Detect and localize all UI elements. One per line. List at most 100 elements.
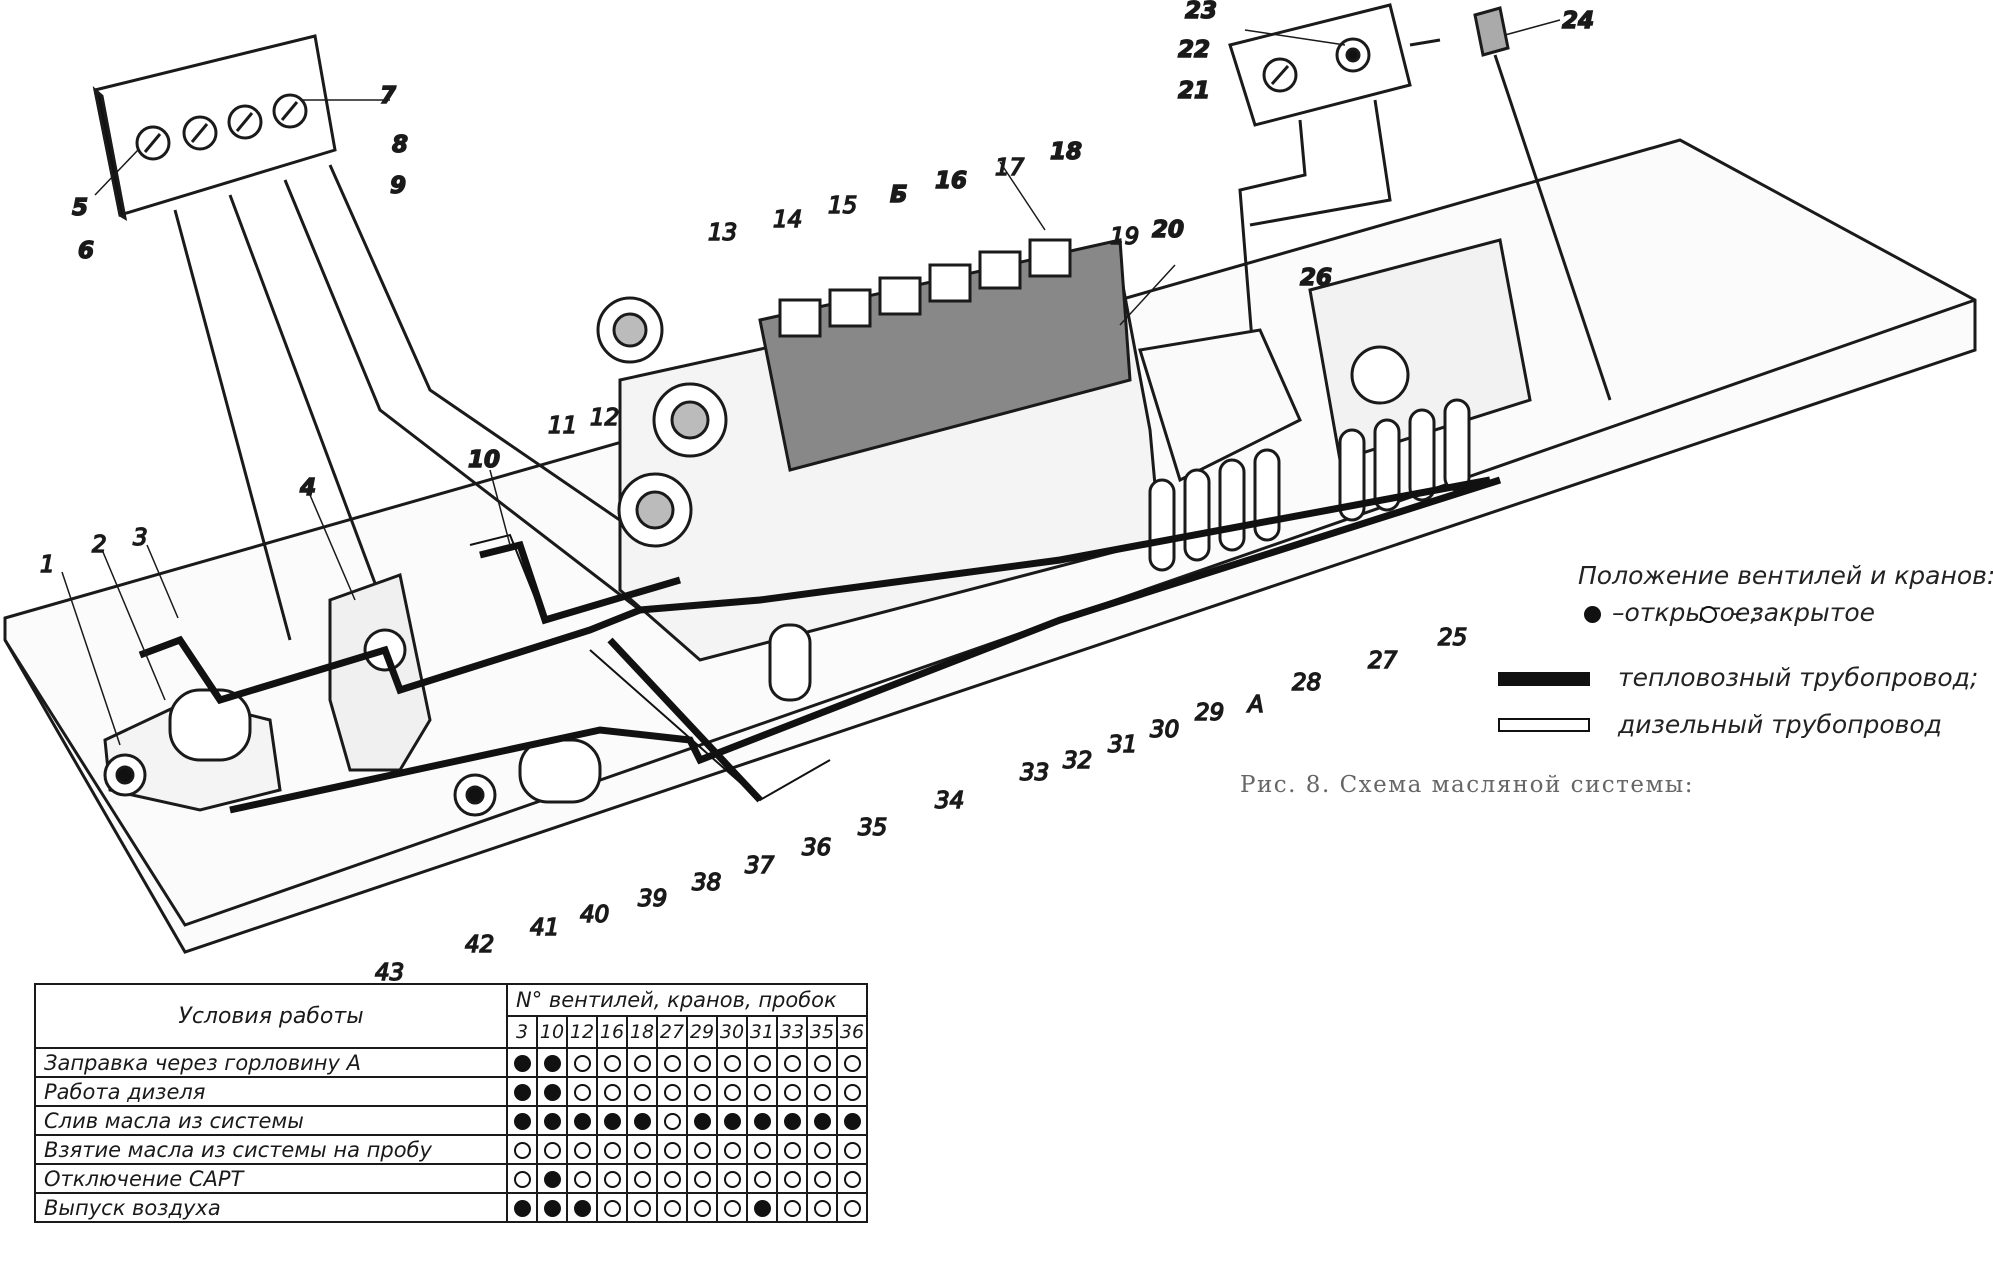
callout-24: 24 — [1562, 8, 1594, 34]
closed-state-icon — [723, 1142, 741, 1159]
callout-4: 4 — [299, 475, 316, 501]
callout-17: 17 — [995, 155, 1025, 181]
state-cell — [566, 1076, 598, 1107]
callout-40: 40 — [580, 902, 609, 928]
callout-14: 14 — [773, 207, 802, 233]
state-cell — [596, 1192, 628, 1223]
callout-11: 11 — [548, 413, 577, 439]
closed-state-icon — [783, 1055, 801, 1072]
closed-state-icon — [603, 1084, 621, 1101]
open-state-icon — [543, 1171, 561, 1188]
closed-state-icon — [693, 1200, 711, 1217]
callout-9: 9 — [390, 173, 406, 199]
closed-state-icon — [573, 1142, 591, 1159]
state-cell — [506, 1192, 538, 1223]
state-cell — [716, 1163, 748, 1194]
state-cell — [716, 1047, 748, 1078]
state-cell — [686, 1192, 718, 1223]
closed-state-icon — [603, 1200, 621, 1217]
state-cell — [746, 1047, 778, 1078]
thick-pipe-icon — [1498, 672, 1590, 686]
valve-number-10: 10 — [536, 1015, 568, 1049]
oil-pipelines — [138, 476, 1502, 814]
callout-29: 29 — [1195, 700, 1224, 726]
state-cell — [596, 1105, 628, 1136]
state-cell — [566, 1192, 598, 1223]
state-cell — [656, 1047, 688, 1078]
state-cell — [746, 1192, 778, 1223]
callout-28: 28 — [1292, 670, 1321, 696]
state-cell — [626, 1163, 658, 1194]
state-cell — [506, 1134, 538, 1165]
callout-5: 5 — [72, 195, 88, 221]
closed-state-icon — [723, 1200, 741, 1217]
callout-a: A — [1246, 692, 1264, 718]
state-cell — [716, 1076, 748, 1107]
closed-state-icon — [753, 1171, 771, 1188]
valve-number-29: 29 — [686, 1015, 718, 1049]
closed-state-icon — [753, 1084, 771, 1101]
closed-state-icon — [723, 1171, 741, 1188]
closed-state-icon — [843, 1084, 861, 1101]
open-state-icon — [693, 1113, 711, 1130]
open-state-icon — [813, 1113, 831, 1130]
closed-state-icon — [693, 1084, 711, 1101]
table-row: Работа дизеля — [34, 1076, 868, 1107]
callout-36: 36 — [802, 835, 831, 861]
closed-state-icon — [783, 1171, 801, 1188]
callout-16: 16 — [935, 168, 967, 194]
state-cell — [536, 1076, 568, 1107]
closed-state-icon — [603, 1171, 621, 1188]
state-cell — [656, 1163, 688, 1194]
callout-23: 23 — [1185, 0, 1217, 24]
thin-pipe-icon — [1498, 718, 1590, 732]
state-cell — [806, 1105, 838, 1136]
callout-b: Б — [890, 182, 908, 208]
pumps-and-cooler — [103, 573, 812, 817]
closed-state-icon — [843, 1142, 861, 1159]
open-state-icon — [753, 1113, 771, 1130]
state-cell — [626, 1134, 658, 1165]
open-state-icon — [783, 1113, 801, 1130]
callout-42: 42 — [465, 932, 494, 958]
valve-number-33: 33 — [776, 1015, 808, 1049]
closed-state-icon — [783, 1084, 801, 1101]
closed-state-icon — [843, 1171, 861, 1188]
callout-30: 30 — [1150, 717, 1179, 743]
condition-label: Выпуск воздуха — [34, 1192, 508, 1223]
closed-state-icon — [693, 1142, 711, 1159]
legend-title: Положение вентилей и кранов: — [1578, 561, 1993, 590]
closed-state-icon — [633, 1142, 651, 1159]
state-cell — [716, 1105, 748, 1136]
closed-state-icon — [573, 1084, 591, 1101]
closed-state-icon — [813, 1142, 831, 1159]
closed-state-icon — [813, 1084, 831, 1101]
valve-number-3: 3 — [506, 1015, 538, 1049]
closed-state-icon — [1700, 606, 1717, 623]
valve-number-16: 16 — [596, 1015, 628, 1049]
closed-state-icon — [663, 1142, 681, 1159]
state-cell — [506, 1076, 538, 1107]
diesel-pipelines — [469, 533, 831, 802]
valve-number-36: 36 — [836, 1015, 868, 1049]
table-row: Заправка через горловину А — [34, 1047, 868, 1078]
state-cell — [506, 1105, 538, 1136]
state-cell — [716, 1134, 748, 1165]
state-cell — [686, 1134, 718, 1165]
valve-number-27: 27 — [656, 1015, 688, 1049]
figure-caption: Рис. 8. Схема масляной системы: — [1240, 772, 1694, 798]
closed-state-icon — [633, 1171, 651, 1188]
callout-15: 15 — [828, 193, 857, 219]
table-row: Взятие масла из системы на пробу — [34, 1134, 868, 1165]
state-cell — [776, 1163, 808, 1194]
closed-state-icon — [633, 1200, 651, 1217]
state-cell — [626, 1105, 658, 1136]
state-cell — [506, 1047, 538, 1078]
callout-43: 43 — [375, 960, 404, 986]
open-state-icon — [633, 1113, 651, 1130]
closed-state-icon — [663, 1084, 681, 1101]
open-state-icon — [543, 1113, 561, 1130]
table-row: Слив масла из системы — [34, 1105, 868, 1136]
closed-state-icon — [723, 1055, 741, 1072]
